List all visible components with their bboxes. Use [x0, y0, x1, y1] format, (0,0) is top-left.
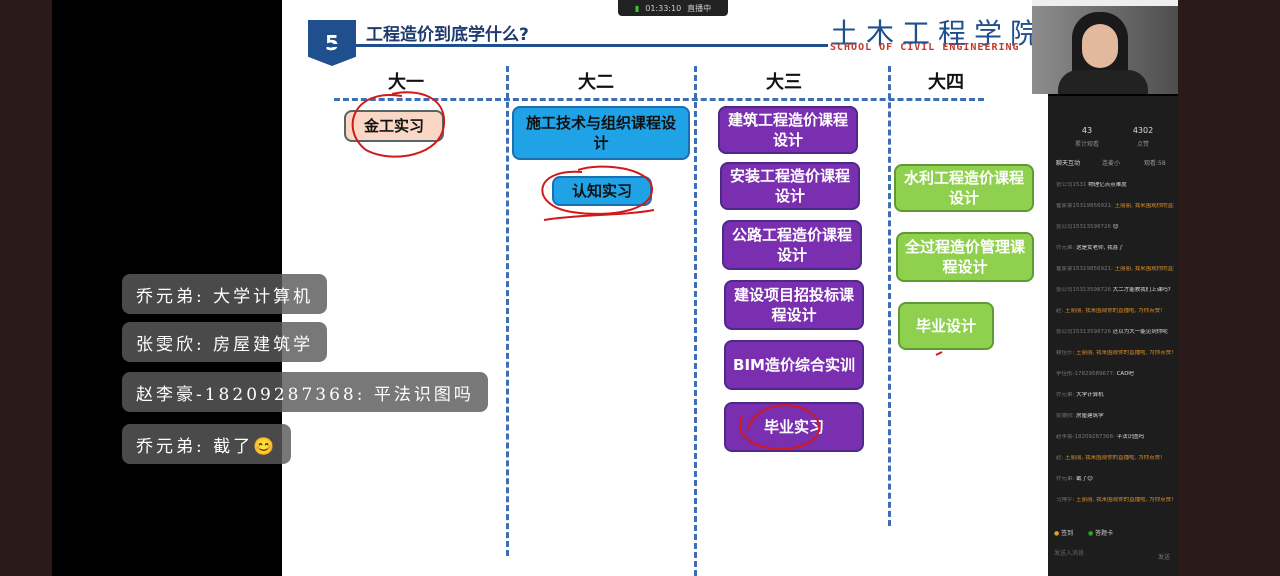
year-1-heading: 大一: [388, 72, 424, 93]
chat-message: 乔元弟: 这是女老师, 我喜了: [1056, 245, 1174, 252]
chat-message-text: 王丽丽, 我来围观你的直播啦, 为你点赞!: [1065, 308, 1163, 314]
chat-message: 李佳彤-17829589677: CAD吧: [1056, 371, 1174, 378]
course-box-biye-sheji: 毕业设计: [898, 302, 994, 350]
chat-message-text: 平法识图吗: [1116, 434, 1145, 440]
chat-message: 崔家豪15319856921: 王丽丽, 我来围观你的直播啦, 为你点赞!: [1056, 266, 1174, 273]
chat-message-text: 大学计算机: [1076, 392, 1104, 398]
chat-message: 张公司15313598726 大二才能教我们上课吗?: [1056, 287, 1174, 294]
chat-message-text: 😊: [1112, 224, 1119, 230]
chat-message-author: 乔元弟:: [1056, 392, 1075, 398]
chat-message-author: 张公司15313598726: [1056, 329, 1111, 335]
column-divider-1: [506, 66, 509, 556]
column-divider-2: [694, 66, 697, 576]
course-box-quanguocheng: 全过程造价管理课程设计: [896, 232, 1034, 282]
chat-message: 乔元弟: 截了😊: [1056, 476, 1174, 483]
chat-input[interactable]: 发送入消息: [1054, 550, 1085, 557]
chat-message-author: 马博宇:: [1056, 497, 1075, 503]
chat-message: 张公司15313598726 😊: [1056, 224, 1174, 231]
chat-message-text: 王丽丽, 我来围观你的直播啦, 为你点赞!: [1065, 455, 1163, 461]
stat-likes: 4302 点赞: [1132, 126, 1154, 148]
course-box-jianzhu: 建筑工程造价课程设计: [718, 106, 858, 154]
chat-message-text: 房屋建筑学: [1076, 413, 1104, 419]
stat-views: 43 累计观看: [1074, 126, 1099, 148]
year-2-heading: 大二: [578, 72, 614, 93]
danmaku-3: 赵李豪-18209287368: 平法识图吗: [122, 372, 488, 412]
course-box-renzhi: 认知实习: [552, 176, 652, 206]
chat-message-author: 赵:: [1056, 455, 1064, 461]
danmaku-4: 乔元弟: 截了😊: [122, 424, 292, 464]
chat-message-author: 崔家豪15319856921:: [1056, 203, 1113, 209]
chat-message-author: 李佳彤-17829589677:: [1056, 371, 1115, 377]
slide-number-badge: 5: [308, 20, 356, 66]
chat-message-text: 王丽丽, 我来围观你的直播啦, 为你点赞!: [1076, 497, 1174, 503]
chat-message-author: 赖佳乐:: [1056, 350, 1075, 356]
chat-message-author: 张雯欣:: [1056, 413, 1075, 419]
course-box-anzhuang: 安装工程造价课程设计: [720, 162, 860, 210]
chat-message-text: 王丽丽, 我来围观你的直播啦, 为你点赞!: [1114, 266, 1174, 272]
live-status-chip: ▮ 01:33:10 直播中: [618, 0, 728, 16]
chat-message-author: 赵:: [1056, 308, 1064, 314]
chat-message-text: 王丽丽, 我来围观你的直播啦, 为你点赞!: [1114, 203, 1174, 209]
chat-message-text: 王丽丽, 我来围观你的直播啦, 为你点赞!: [1076, 350, 1174, 356]
course-box-gonglu: 公路工程造价课程设计: [722, 220, 862, 270]
chat-message: 张雯欣: 房屋建筑学: [1056, 413, 1174, 420]
chat-message-text: 还以为大一能见到你呢: [1112, 329, 1168, 335]
course-box-jingong: 金工实习: [344, 110, 444, 142]
column-divider-3: [888, 66, 891, 526]
chat-message: 马博宇: 王丽丽, 我来围观你的直播啦, 为你点赞!: [1056, 497, 1174, 504]
chat-message-text: 大二才能教我们上课吗?: [1112, 287, 1171, 293]
send-button[interactable]: 发送: [1158, 554, 1171, 561]
chat-message: 赵: 王丽丽, 我来围观你的直播啦, 为你点赞!: [1056, 308, 1174, 315]
school-name-en: SCHOOL OF CIVIL ENGINEERING: [830, 42, 1020, 53]
slide-title: 工程造价到底学什么?: [366, 25, 529, 45]
chat-message-author: 乔元弟:: [1056, 476, 1075, 482]
right-frame: [1178, 0, 1280, 576]
chat-panel: 43 累计观看 4302 点赞 聊天互动 连麦小 观看:58 张公司1531 物…: [1048, 96, 1178, 576]
answer-card-button[interactable]: ● 答题卡: [1088, 530, 1114, 537]
year-3-heading: 大三: [766, 72, 802, 93]
live-state: 直播中: [687, 3, 712, 13]
course-box-biye-shixi: 毕业实习: [724, 402, 864, 452]
chat-message-text: 这是女老师, 我喜了: [1076, 245, 1124, 251]
signal-icon: ▮: [634, 3, 640, 13]
year-4-heading: 大四: [928, 72, 964, 93]
tab-chat[interactable]: 聊天互动: [1056, 160, 1081, 167]
chat-message: 乔元弟: 大学计算机: [1056, 392, 1174, 399]
tab-viewers[interactable]: 观看:58: [1144, 160, 1166, 167]
chat-message: 张公司15313598726 还以为大一能见到你呢: [1056, 329, 1174, 336]
chat-message-author: 张公司15313598726: [1056, 224, 1111, 230]
left-frame: [0, 0, 52, 576]
live-time: 01:33:10: [645, 3, 682, 13]
chat-message: 张公司1531 物理亿点点难度: [1056, 182, 1174, 189]
chat-message: 崔家豪15319856921: 王丽丽, 我来围观你的直播啦, 为你点赞!: [1056, 203, 1174, 210]
chat-message-text: 物理亿点点难度: [1088, 182, 1127, 188]
tab-mic[interactable]: 连麦小: [1102, 160, 1121, 167]
danmaku-2: 张雯欣: 房屋建筑学: [122, 322, 328, 362]
chat-message-author: 崔家豪15319856921:: [1056, 266, 1113, 272]
title-underline: [308, 44, 828, 47]
course-box-shigong: 施工技术与组织课程设计: [512, 106, 690, 160]
course-box-bim: BIM造价综合实训: [724, 340, 864, 390]
presenter-camera: [1032, 6, 1178, 94]
timeline-divider: [334, 98, 984, 101]
pen-annotations: [351, 91, 943, 450]
chat-message-author: 张公司1531: [1056, 182, 1087, 188]
chat-message: 赵: 王丽丽, 我来围观你的直播啦, 为你点赞!: [1056, 455, 1174, 462]
chat-message-text: CAD吧: [1116, 371, 1134, 377]
chat-message: 赵李豪-18209287368: 平法识图吗: [1056, 434, 1174, 441]
camera-window-bar[interactable]: [1032, 0, 1178, 8]
course-box-zhaotoubiao: 建设项目招投标课程设计: [724, 280, 864, 330]
checkin-button[interactable]: ● 签到: [1054, 530, 1074, 537]
danmaku-1: 乔元弟: 大学计算机: [122, 274, 328, 314]
chat-message-author: 乔元弟:: [1056, 245, 1075, 251]
school-name-cn: 土木工程学院: [830, 17, 1047, 50]
chat-message: 赖佳乐: 王丽丽, 我来围观你的直播啦, 为你点赞!: [1056, 350, 1174, 357]
chat-message-author: 赵李豪-18209287368:: [1056, 434, 1115, 440]
chat-message-text: 截了😊: [1076, 476, 1093, 482]
presentation-slide: 5 工程造价到底学什么? 土木工程学院 SCHOOL OF CIVIL ENGI…: [282, 0, 1048, 576]
course-box-shuili: 水利工程造价课程设计: [894, 164, 1034, 212]
chat-message-author: 张公司15313598726: [1056, 287, 1111, 293]
